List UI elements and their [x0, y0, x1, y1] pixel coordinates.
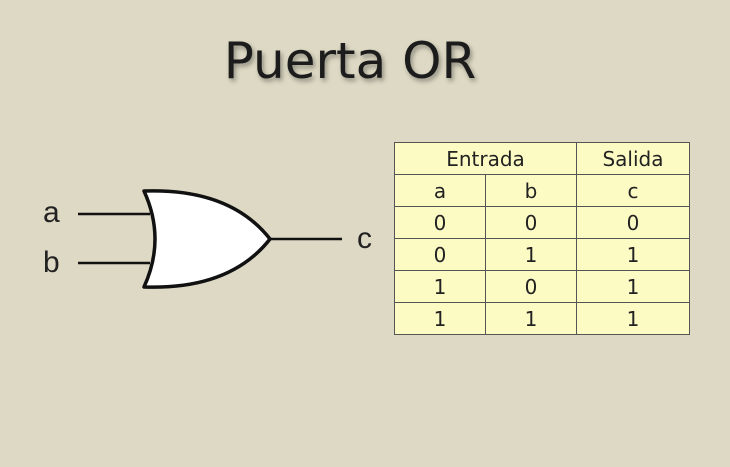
output-c-label: c	[357, 222, 372, 255]
or-gate-diagram	[78, 189, 342, 289]
cell-a: 1	[394, 270, 486, 303]
cell-c: 1	[576, 302, 690, 335]
cell-b: 0	[485, 206, 577, 239]
input-b-label: b	[43, 246, 60, 279]
truth-table: Entrada Salida a b c 0 0 0 0 1 1 1 0 1 1…	[394, 142, 690, 335]
cell-a: 0	[394, 238, 486, 271]
column-header-b: b	[485, 174, 577, 207]
inputs-group-header: Entrada	[394, 142, 577, 175]
table-row: 0 1 1	[394, 238, 690, 271]
cell-a: 1	[394, 302, 486, 335]
output-group-header: Salida	[576, 142, 690, 175]
cell-c: 1	[576, 238, 690, 271]
truth-table-column-header-row: a b c	[394, 174, 690, 207]
input-a-label: a	[43, 196, 60, 229]
table-row: 1 0 1	[394, 270, 690, 303]
table-row: 1 1 1	[394, 302, 690, 335]
cell-b: 1	[485, 302, 577, 335]
slide-title: Puerta OR	[223, 32, 477, 90]
cell-a: 0	[394, 206, 486, 239]
cell-b: 0	[485, 270, 577, 303]
column-header-a: a	[394, 174, 486, 207]
or-gate-symbol	[142, 189, 272, 289]
column-header-c: c	[576, 174, 690, 207]
cell-c: 1	[576, 270, 690, 303]
table-row: 0 0 0	[394, 206, 690, 239]
cell-c: 0	[576, 206, 690, 239]
truth-table-group-header-row: Entrada Salida	[394, 142, 690, 175]
cell-b: 1	[485, 238, 577, 271]
